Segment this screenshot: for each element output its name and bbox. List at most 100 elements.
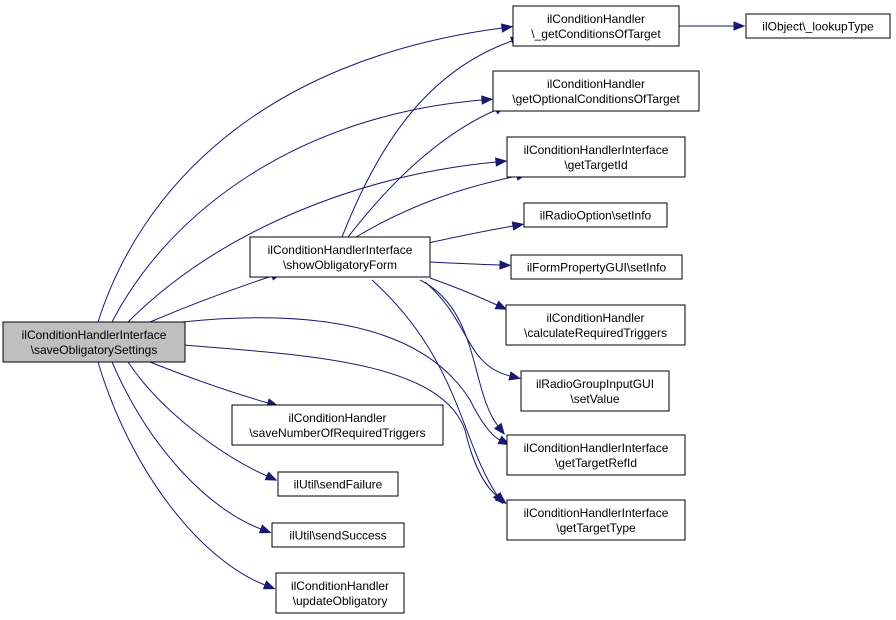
edge-root-to-show <box>149 271 283 323</box>
node-calcreq[interactable]: ilConditionHandler\calculateRequiredTrig… <box>505 304 686 346</box>
node-label-line: \saveObligatorySettings <box>31 343 158 357</box>
node-gettype[interactable]: ilConditionHandlerInterface\getTargetTyp… <box>506 499 686 541</box>
node-label-line: \_getConditionsOfTarget <box>531 27 661 41</box>
node-box <box>506 434 686 476</box>
edge-line <box>127 361 268 477</box>
edge-root-to-updobl <box>97 361 276 590</box>
edge-line <box>347 109 497 238</box>
node-label-line: ilConditionHandlerInterface <box>268 243 413 257</box>
node-box <box>271 522 405 548</box>
node-getopt[interactable]: ilConditionHandler\getOptionalConditions… <box>492 70 700 112</box>
edge-line <box>429 277 498 306</box>
node-label-line: \showObligatoryForm <box>283 258 397 272</box>
edge-root-to-getcond <box>97 23 514 323</box>
node-box <box>277 471 399 497</box>
node-gettid[interactable]: ilConditionHandlerInterface\getTargetId <box>506 136 686 178</box>
node-label-line: ilFormPropertyGUI\setInfo <box>527 261 667 275</box>
arrowhead <box>511 221 525 231</box>
edge-line <box>371 279 498 496</box>
node-radioinfo[interactable]: ilRadioOption\setInfo <box>523 202 668 228</box>
node-radiogrp[interactable]: ilRadioGroupInputGUI\setValue <box>520 370 670 412</box>
node-box <box>510 254 683 280</box>
edge-line <box>429 261 501 266</box>
node-label-line: \getTargetType <box>556 521 636 535</box>
arrowhead <box>500 23 514 33</box>
edge-line <box>149 275 273 323</box>
arrowhead <box>492 491 504 505</box>
node-label-line: \getTargetRefId <box>555 456 637 470</box>
edge-root-to-savenum <box>149 361 279 408</box>
node-label-line: \getTargetId <box>564 158 627 172</box>
node-sendsucc[interactable]: ilUtil\sendSuccess <box>271 522 405 548</box>
node-label-line: ilConditionHandler <box>547 12 645 26</box>
node-box <box>505 304 686 346</box>
node-show[interactable]: ilConditionHandlerInterface\showObligato… <box>249 236 431 278</box>
node-label-line: ilConditionHandlerInterface <box>524 506 669 520</box>
edge-getcond-to-lookup <box>679 21 746 31</box>
arrowhead <box>508 371 522 381</box>
node-label-line: \calculateRequiredTriggers <box>524 326 667 340</box>
edge-line <box>149 361 269 404</box>
edge-line <box>183 344 499 498</box>
node-savenum[interactable]: ilConditionHandler\saveNumberOfRequiredT… <box>231 404 444 446</box>
edge-line <box>127 161 497 323</box>
node-label-line: ilConditionHandler <box>547 77 645 91</box>
node-label-line: ilConditionHandlerInterface <box>524 143 669 157</box>
node-label-line: ilConditionHandler <box>288 411 386 425</box>
node-box <box>231 404 444 446</box>
edge-line <box>419 279 499 427</box>
arrowhead <box>262 580 276 590</box>
node-label-line: ilUtil\sendSuccess <box>289 529 386 543</box>
edge-show-to-radioinfo <box>427 221 525 244</box>
arrowhead <box>495 157 508 167</box>
node-lookup[interactable]: ilObject\_lookupType <box>745 13 891 39</box>
edge-root-to-gettid <box>127 157 508 323</box>
edge-line <box>341 40 513 238</box>
node-box <box>523 202 668 228</box>
node-box <box>512 5 680 47</box>
node-label-line: ilUtil\sendFailure <box>294 478 383 492</box>
node-label-line: \setValue <box>570 392 619 406</box>
node-formprop[interactable]: ilFormPropertyGUI\setInfo <box>510 254 683 280</box>
node-box <box>249 236 431 278</box>
edge-line <box>181 317 501 441</box>
node-box <box>745 13 891 39</box>
edge-root-to-getopt <box>111 95 494 323</box>
edges-layer <box>97 21 746 590</box>
edge-line <box>97 361 266 586</box>
node-label-line: \updateObligatory <box>293 594 388 608</box>
node-box <box>492 70 700 112</box>
node-box <box>520 370 670 412</box>
edge-line <box>97 27 503 323</box>
node-updobl[interactable]: ilConditionHandler\updateObligatory <box>275 572 405 614</box>
arrowhead <box>494 300 508 310</box>
edge-show-to-getcond <box>341 36 523 238</box>
arrowhead <box>499 260 512 270</box>
edge-line <box>111 361 262 530</box>
edge-show-to-formprop <box>429 260 512 270</box>
edge-show-to-gettid <box>355 171 529 238</box>
arrowhead <box>493 422 505 435</box>
edge-line <box>111 99 483 323</box>
node-root[interactable]: ilConditionHandlerInterface\saveObligato… <box>2 321 186 363</box>
edge-line <box>424 281 511 377</box>
edge-root-to-getref <box>181 317 511 446</box>
nodes-layer: ilConditionHandlerInterface\saveObligato… <box>2 5 891 614</box>
edge-root-to-sendsucc <box>111 361 272 534</box>
edge-root-to-sendfail <box>127 361 278 481</box>
node-label-line: ilRadioGroupInputGUI <box>536 377 654 391</box>
node-label-line: ilConditionHandler <box>291 579 389 593</box>
node-getcond[interactable]: ilConditionHandler\_getConditionsOfTarge… <box>512 5 680 47</box>
edge-show-to-getref <box>419 279 505 435</box>
node-sendfail[interactable]: ilUtil\sendFailure <box>277 471 399 497</box>
node-label-line: ilConditionHandlerInterface <box>22 328 167 342</box>
node-label-line: ilConditionHandler <box>546 311 644 325</box>
arrowhead <box>481 95 494 105</box>
edge-show-to-gettype <box>371 279 504 505</box>
node-getref[interactable]: ilConditionHandlerInterface\getTargetRef… <box>506 434 686 476</box>
node-box <box>275 572 405 614</box>
node-box <box>2 321 186 363</box>
edge-line <box>427 225 514 244</box>
arrowhead <box>497 435 511 446</box>
